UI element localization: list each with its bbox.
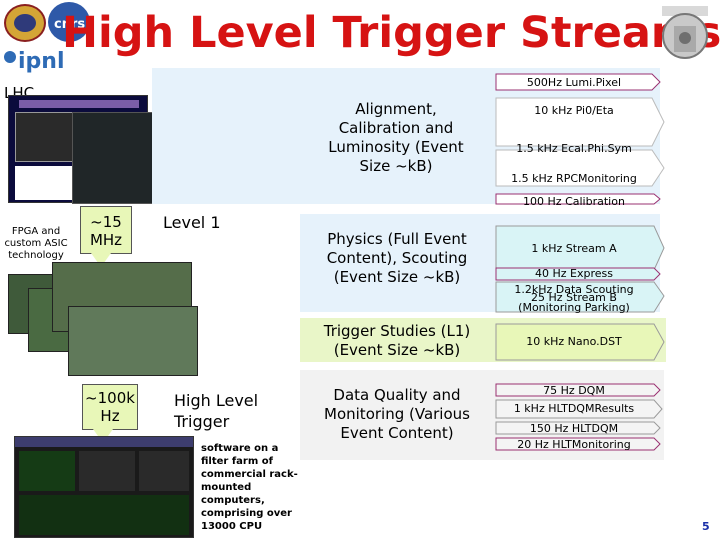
output-calibration: 100 Hz Calibration xyxy=(523,195,625,208)
l1-rate-callout: ~15 MHz xyxy=(80,206,132,267)
output-hltdqmresults: 1 kHz HLTDQMResults xyxy=(513,402,635,415)
hlt-monitor-plot-3 xyxy=(139,451,189,491)
lyon-university-logo-inner xyxy=(14,14,36,32)
hlt-monitor-bar xyxy=(15,437,193,447)
output-stream-a: 1 kHz Stream A xyxy=(531,242,617,255)
oviedo-crest-graphic xyxy=(662,6,708,59)
output-dqm: 75 Hz DQM xyxy=(543,384,605,397)
trigger-arrow-graphic xyxy=(495,323,665,361)
server-rack-photo xyxy=(72,112,154,204)
level1-label: Level 1 xyxy=(163,213,221,232)
hlt-monitor-plot-1 xyxy=(19,451,75,491)
output-pi0eta: 10 kHz Pi0/Eta xyxy=(534,104,614,117)
oviedo-university-logo xyxy=(652,2,718,68)
output-dqm-group: 75 Hz DQM 1 kHz HLTDQMResults 150 Hz HLT… xyxy=(494,382,666,454)
output-stream-b: 25 Hz Stream B xyxy=(531,291,617,304)
physics-arrows-graphic xyxy=(495,225,665,313)
hlt-description: software on a filter farm of commercial … xyxy=(201,443,298,532)
output-lumipixel: 500Hz Lumi.Pixel xyxy=(526,76,622,89)
lhc-screen-banner xyxy=(19,100,139,108)
hlt-monitor-plot-2 xyxy=(79,451,135,491)
hlt-rate-callout: ~100k Hz xyxy=(82,384,138,443)
page-title: High Level Trigger Streams xyxy=(62,8,720,58)
l1-rate: ~15 MHz xyxy=(89,213,123,249)
hlt-label: High Level Trigger xyxy=(174,391,259,431)
fpga-label: FPGA and custom ASIC technology xyxy=(4,226,68,261)
output-ecalphisym: 1.5 kHz Ecal.Phi.Sym xyxy=(516,142,632,155)
output-alca-group: 500Hz Lumi.Pixel 10 kHz Pi0/Eta 1.5 kHz … xyxy=(494,72,666,208)
page-number: 5 xyxy=(702,520,710,533)
output-hltdqm: 150 Hz HLTDQM xyxy=(529,422,619,435)
dqm-arrows-graphic xyxy=(495,383,663,451)
stream-alca-label: Alignment, Calibration and Luminosity (E… xyxy=(328,100,464,175)
output-physics-group: 1 kHz Stream A 40 Hz Express 1.2kHz Data… xyxy=(494,222,666,314)
output-express: 40 Hz Express xyxy=(535,267,613,280)
fpga-board-4 xyxy=(68,306,198,376)
hlt-monitor-plot-4 xyxy=(19,495,189,535)
stream-physics-label: Physics (Full Event Content), Scouting (… xyxy=(326,230,468,286)
cnrs-logo: cnrs xyxy=(48,2,90,42)
hlt-rate: ~100k Hz xyxy=(85,389,135,425)
cnrs-logo-graphic: cnrs xyxy=(54,17,85,32)
svg-text:cnrs: cnrs xyxy=(54,17,85,32)
header: cnrs ipnl High Level Trigger Streams xyxy=(0,0,720,80)
fpga-boards-photo xyxy=(8,262,200,380)
alca-arrows-graphic xyxy=(495,73,665,205)
ipnl-logo-graphic: ipnl xyxy=(4,49,65,74)
lhc-screen-plot-1 xyxy=(15,112,75,162)
ipnl-logo: ipnl xyxy=(2,44,72,74)
lyon-university-logo xyxy=(4,4,46,42)
hlt-monitor-screenshot xyxy=(14,436,194,538)
output-nanodst: 10 kHz Nano.DST xyxy=(526,335,622,348)
svg-text:ipnl: ipnl xyxy=(18,49,65,74)
stream-dqm-label: Data Quality and Monitoring (Various Eve… xyxy=(324,386,470,442)
output-data-scouting: 1.2kHz Data Scouting xyxy=(514,283,634,296)
output-hltmonitoring: 20 Hz HLTMonitoring xyxy=(517,438,631,451)
stream-trigger-label: Trigger Studies (L1) (Event Size ~kB) xyxy=(323,322,471,359)
output-rpcmonitoring: 1.5 kHz RPCMonitoring xyxy=(511,172,637,185)
output-monitoring-parking: (Monitoring Parking) xyxy=(518,301,630,314)
output-trigger-group: 10 kHz Nano.DST xyxy=(494,322,666,362)
